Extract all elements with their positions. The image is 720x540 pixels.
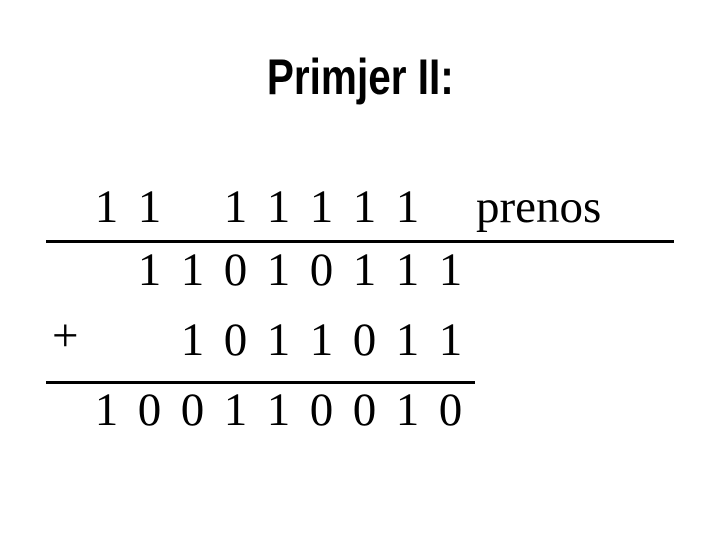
digit-cell — [85, 317, 128, 364]
digit-cell: 1 — [94, 181, 119, 233]
divider-line-bottom — [46, 381, 475, 384]
digit-cell: 1 — [438, 244, 463, 296]
digit-cell: 1 — [137, 244, 162, 296]
digit-cell: 1 — [266, 384, 291, 436]
digit-cell: 1 — [180, 244, 205, 296]
digit-cell — [171, 184, 214, 231]
digit-cell: 1 — [352, 181, 377, 233]
digit-cell: 1 — [266, 244, 291, 296]
page-title: Primjer II: — [0, 47, 720, 107]
digit-cell: 1 — [266, 181, 291, 233]
page-title-text: Primjer II: — [266, 49, 454, 105]
digit-cell: 1 — [395, 314, 420, 366]
digit-cell: 1 — [395, 384, 420, 436]
digit-cell: 0 — [438, 384, 463, 436]
digit-cell — [128, 317, 171, 364]
carry-label: prenos — [476, 181, 602, 233]
digit-cell: 1 — [395, 181, 420, 233]
digit-cell: 0 — [223, 314, 248, 366]
digit-cell: 1 — [438, 314, 463, 366]
digit-cell: 0 — [352, 384, 377, 436]
divider-line-top — [46, 240, 674, 243]
plus-operator: + — [52, 310, 79, 362]
digit-cell: 1 — [137, 181, 162, 233]
digit-cell: 1 — [352, 244, 377, 296]
digit-cell: 1 — [395, 244, 420, 296]
digit-cell — [85, 247, 128, 294]
digit-cell: 0 — [137, 384, 162, 436]
digit-cell: 0 — [309, 384, 334, 436]
digit-cell: 0 — [352, 314, 377, 366]
digit-cell: 0 — [223, 244, 248, 296]
digit-cell: 1 — [223, 181, 248, 233]
digit-cell: 1 — [180, 314, 205, 366]
digit-cell: 1 — [94, 384, 119, 436]
digit-cell: 0 — [180, 384, 205, 436]
digit-cell: 1 — [266, 314, 291, 366]
digit-cell: 1 — [309, 181, 334, 233]
digit-cell: 0 — [309, 244, 334, 296]
digit-cell: 1 — [309, 314, 334, 366]
digit-cell — [429, 184, 472, 231]
digit-cell: 1 — [223, 384, 248, 436]
